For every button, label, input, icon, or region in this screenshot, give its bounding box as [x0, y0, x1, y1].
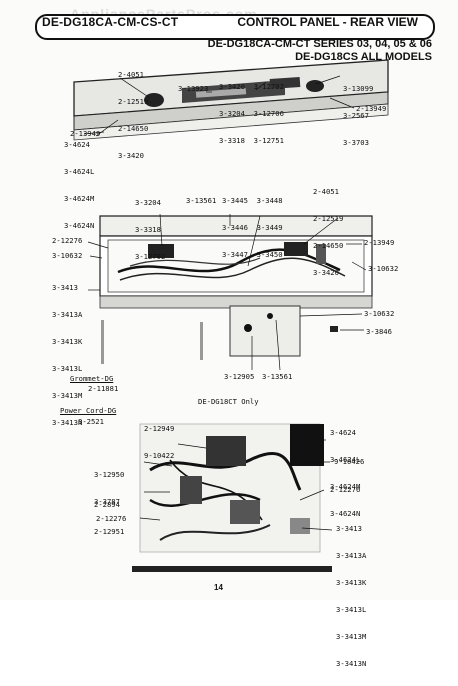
part-number: 3-3447 3-3450 — [222, 250, 283, 259]
part-number: 3-12950 — [94, 470, 125, 479]
part-number: 3-10632 — [368, 264, 399, 273]
part-number: 3-4624L — [330, 455, 361, 464]
page-number: 14 — [214, 583, 223, 592]
part-number: 3-3420 3-12702 — [219, 82, 284, 91]
part-number: 3-13561 — [186, 196, 217, 205]
part-number: 3-12905 — [224, 372, 255, 381]
power-cord-title: Power Cord-DG — [60, 406, 117, 415]
part-number: 3-3318 3-12751 — [219, 136, 284, 145]
mid-panel-drawing — [99, 215, 373, 364]
part-number: 3-13099 — [343, 84, 374, 93]
page-title: CONTROL PANEL - REAR VIEW — [237, 15, 418, 29]
part-number: 3-3787 — [94, 497, 120, 506]
part-number: 3-10632 — [52, 251, 83, 260]
part-number: 3-3413 — [336, 524, 362, 533]
part-number: 3-3446 3-3449 — [222, 223, 283, 232]
part-number: 2-14650 — [118, 124, 149, 133]
part-number: 3-3413K — [336, 578, 367, 587]
model-code: DE-DG18CA-CM-CS-CT — [42, 15, 179, 29]
part-number: 2-12519 — [118, 97, 149, 106]
part-number: 3-3413K — [52, 337, 83, 346]
part-number: 3-3204 3-12706 — [219, 109, 284, 118]
bottom-panel-drawing — [132, 423, 332, 572]
part-number: 3-3445 3-3448 — [222, 196, 283, 205]
part-number: 3-3204 — [135, 198, 161, 207]
top-center-part-group: 3-3420 3-12702 3-3204 3-12706 3-3318 3-1… — [219, 64, 284, 163]
mid-upper-left-group: 3-3204 3-3318 3-12702 — [135, 180, 165, 279]
part-number: 3-3413L — [52, 364, 83, 373]
part-number: 3-3413A — [52, 310, 83, 319]
part-number: 3-3420 — [313, 268, 339, 277]
part-number: 3-4624N — [64, 221, 95, 230]
part-number: 9-10422 — [144, 451, 175, 460]
bottom-left-mid-group: 3-12950 3-3787 — [94, 452, 124, 524]
part-number: 3-13561 — [262, 372, 293, 381]
part-number: 2-13949 — [356, 104, 387, 113]
trim-part-group: 3-4624 3-4624L 3-4624M 3-4624N — [64, 122, 94, 248]
part-number: 3-3413A — [336, 551, 367, 560]
part-number: 2-4051 — [313, 187, 339, 196]
part-number: 3-4624M — [64, 194, 95, 203]
bottom-right-top-group: 3-4624 3-4624L 3-4624M 3-4624N — [330, 410, 360, 536]
bottom-right-group: 3-3413 3-3413A 3-3413K 3-3413L 3-3413M 3… — [336, 506, 366, 686]
header-frame — [35, 14, 435, 40]
part-number: 2-13949 — [364, 238, 395, 247]
part-number: 3-4624N — [330, 509, 361, 518]
grommet-title: Grommet-DG — [70, 374, 114, 383]
part-number: 2-12949 — [144, 424, 175, 433]
part-number: 3-3413M — [52, 391, 83, 400]
models-line: DE-DG18CS ALL MODELS — [295, 51, 432, 63]
bottom-left-low-group: 2-2894 2-12951 — [94, 482, 124, 554]
top-right-part-group: 3-13099 3-2567 3-3703 — [343, 66, 373, 165]
diagram-artwork — [73, 59, 389, 572]
ct-only-note: DE-DG18CT Only — [198, 397, 259, 406]
part-number: 3-4624 — [64, 140, 90, 149]
part-number: 3-3413M — [336, 632, 367, 641]
part-number: 2-12276 — [52, 236, 83, 245]
parts-diagram-page: AppliancePartsPros.com DE-DG18CA-CM-CS-C… — [35, 6, 435, 668]
part-number: 3-3420 — [118, 151, 144, 160]
bottom-top-left-group: 2-12949 9-10422 — [144, 406, 174, 478]
part-number: 3-10632 — [364, 309, 395, 318]
part-number: 3-3413N — [52, 418, 83, 427]
part-number: 3-4624M — [330, 482, 361, 491]
mid-upper-right-group: 2-4051 2-12519 2-14650 3-3420 — [313, 169, 343, 295]
part-number: 3-13923 — [178, 84, 209, 93]
series-line: DE-DG18CA-CM-CT SERIES 03, 04, 05 & 06 — [207, 38, 432, 50]
part-number: 2-12276 — [96, 514, 127, 523]
mid-center-group: 3-3445 3-3448 3-3446 3-3449 3-3447 3-345… — [222, 178, 283, 277]
part-number: 2-11881 — [88, 384, 119, 393]
part-number: 3-2521 — [78, 417, 104, 426]
part-number: 3-4624L — [64, 167, 95, 176]
part-number: 3-3846 — [366, 327, 392, 336]
part-number: 3-4624 — [330, 428, 356, 437]
part-number: 9-10426 — [334, 457, 365, 466]
part-number: 3-3703 — [343, 138, 369, 147]
leader-lines — [83, 75, 367, 531]
part-number: 2-4051 — [118, 70, 144, 79]
part-number: 2-12951 — [94, 527, 125, 536]
part-number: 2-12276 — [330, 485, 361, 494]
part-number: 2-14650 — [313, 241, 344, 250]
part-number: 3-3413 — [52, 283, 78, 292]
part-number: 3-12702 — [135, 252, 166, 261]
top-panel-drawing — [73, 59, 389, 141]
part-number: 3-2567 — [343, 111, 369, 120]
part-number: 3-3413L — [336, 605, 367, 614]
part-number: 2-2894 — [94, 500, 120, 509]
mid-left-group: 3-3413 3-3413A 3-3413K 3-3413L 3-3413M 3… — [52, 265, 82, 445]
part-number: 2-12519 — [313, 214, 344, 223]
top-left-part-group: 2-4051 2-12519 2-14650 3-3420 — [118, 52, 148, 178]
part-number: 3-3318 — [135, 225, 161, 234]
part-number: 2-13949 — [70, 129, 101, 138]
part-number: 3-3413N — [336, 659, 367, 668]
